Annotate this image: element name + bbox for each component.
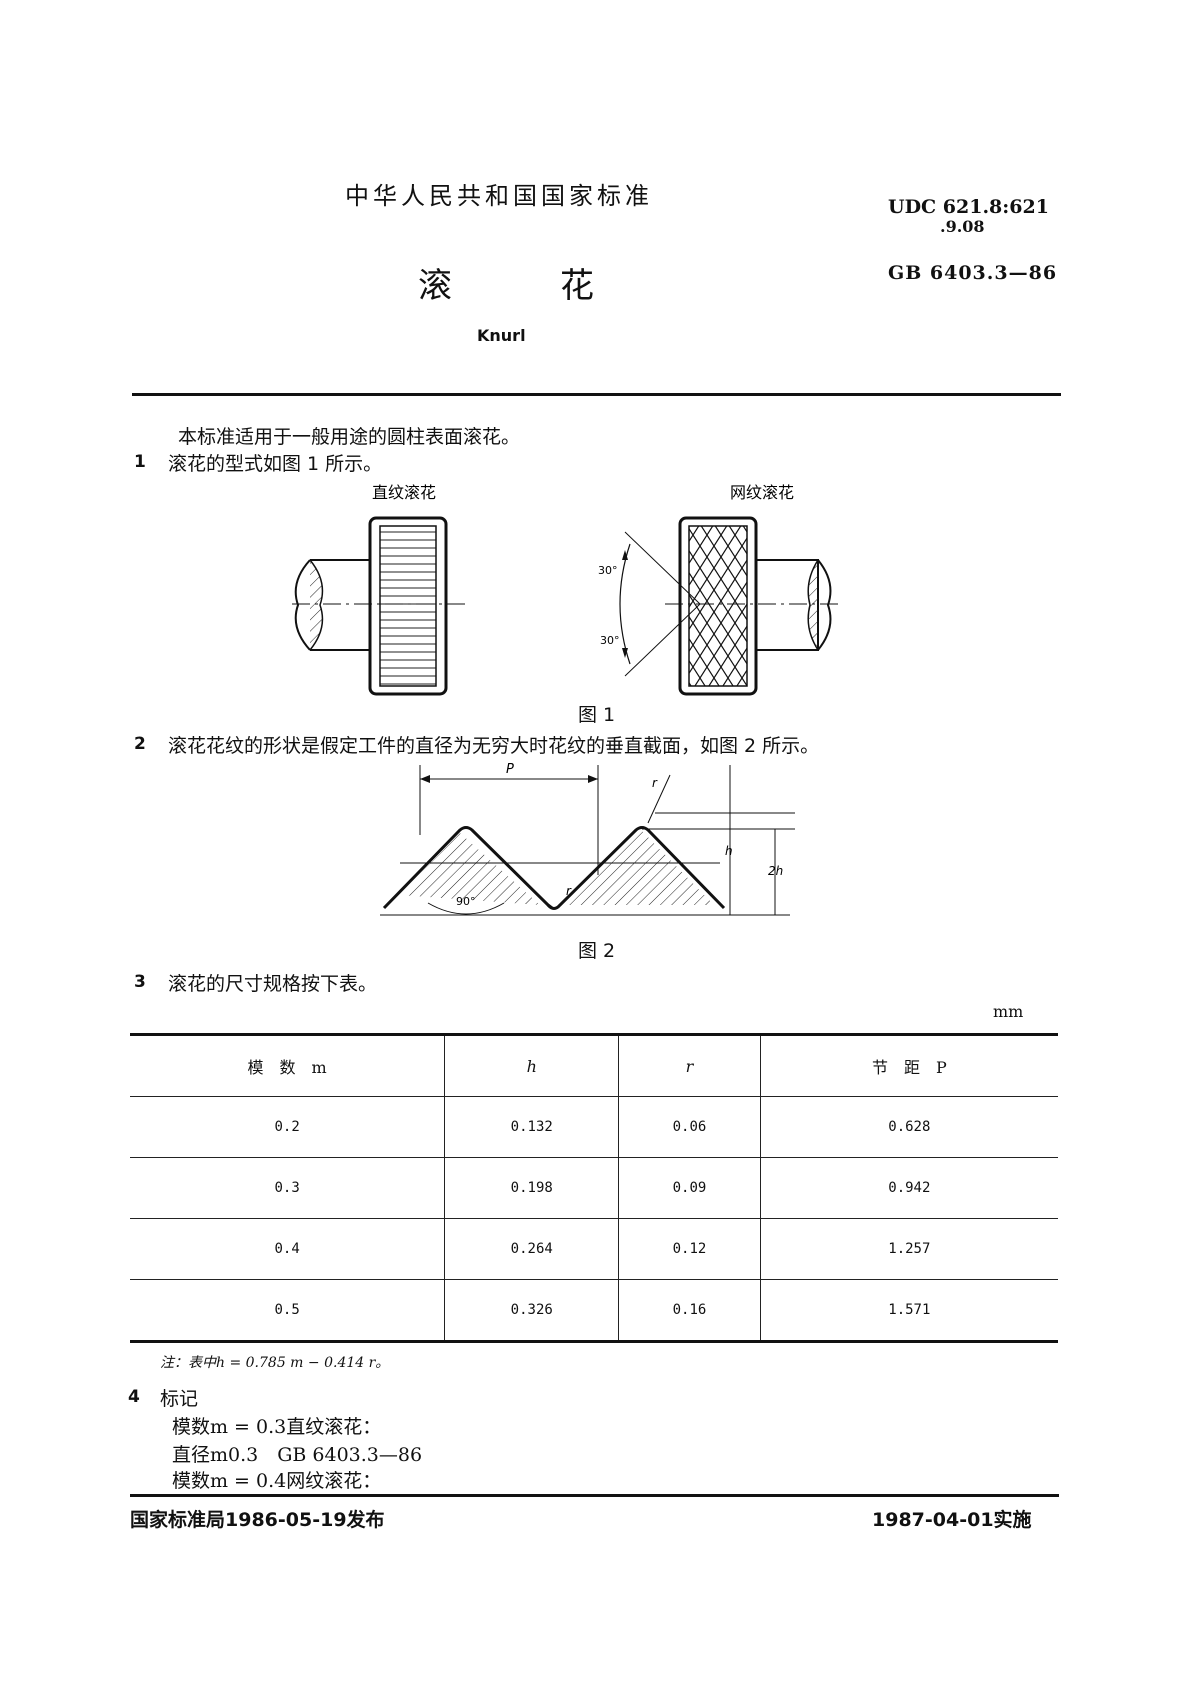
- angle-90-label: 90°: [456, 895, 476, 908]
- section-4-heading: 标记: [160, 1388, 199, 1410]
- table-cell: 1.257: [759, 1218, 1058, 1280]
- gb-standard-number: GB 6403.3—86: [888, 262, 1058, 284]
- section-2-text: 滚花花纹的形状是假定工件的直径为无穷大时花纹的垂直截面，如图 2 所示。: [168, 735, 820, 757]
- section-1-text: 滚花的型式如图 1 所示。: [168, 453, 383, 475]
- figure-2-tooth-profile: P h 2h r r 90°: [380, 762, 795, 916]
- table-header-row: 模 数 m h r 节 距 P: [130, 1034, 1058, 1097]
- header-r: r: [618, 1034, 761, 1097]
- header-pitch: 节 距 P: [759, 1034, 1058, 1097]
- table-cell: 0.5: [274, 1302, 300, 1318]
- figure-1-knurl-types: 直纹滚花 网纹滚花 30° 30°: [292, 483, 840, 696]
- straight-knurl-label: 直纹滚花: [372, 483, 436, 502]
- pitch-label: P: [506, 762, 514, 777]
- angle-bottom-label: 30°: [600, 634, 620, 647]
- section-3-number: 3: [134, 972, 146, 992]
- document-title-char-2: 花: [560, 266, 594, 306]
- table-cell: 0.942: [759, 1157, 1058, 1219]
- section-4-number: 4: [128, 1387, 140, 1407]
- figure-1-caption: 图 1: [578, 704, 616, 726]
- angle-top-label: 30°: [598, 564, 618, 577]
- table-row: 0.2 0.132 0.06 0.628: [130, 1096, 1058, 1158]
- table-cell: 0.12: [618, 1218, 761, 1280]
- marking-example-3: 模数m = 0.4网纹滚花：: [172, 1470, 382, 1492]
- footer-divider: [130, 1494, 1059, 1497]
- table-row: 0.5 0.326 0.16 1.571: [130, 1279, 1058, 1342]
- section-2-number: 2: [134, 734, 146, 754]
- table-row: 0.4 0.264 0.12 1.257: [130, 1218, 1058, 1280]
- marking-example-2: 直径m0.3 GB 6403.3—86: [172, 1444, 423, 1466]
- diamond-knurl-label: 网纹滚花: [730, 483, 794, 502]
- straight-knurl-drawing: [292, 516, 466, 696]
- knurl-dimension-table: 模 数 m h r 节 距 P 0.2 0.132 0.06 0.628 0.3…: [130, 1033, 1058, 1343]
- r-label-bottom: r: [566, 884, 572, 898]
- diamond-knurl-drawing: 30° 30°: [598, 516, 840, 696]
- table-cell: 0.2: [274, 1119, 300, 1135]
- issue-date: 国家标准局1986-05-19发布: [130, 1509, 385, 1531]
- figure-2-caption: 图 2: [578, 940, 616, 962]
- header-module: 模 数 m: [247, 1058, 327, 1077]
- udc-code: UDC 621.8:621: [888, 196, 1049, 218]
- 2h-label: 2h: [768, 864, 783, 878]
- table-cell: 0.628: [759, 1096, 1058, 1158]
- udc-code-continued: .9.08: [940, 217, 985, 236]
- table-cell: 0.132: [444, 1096, 619, 1158]
- scope-paragraph: 本标准适用于一般用途的圆柱表面滚花。: [178, 426, 521, 448]
- header-h: h: [444, 1034, 619, 1097]
- marking-example-1: 模数m = 0.3直纹滚花：: [172, 1416, 382, 1438]
- table-cell: 0.198: [444, 1157, 619, 1219]
- table-note: 注：表中h = 0.785 m − 0.414 r。: [160, 1355, 390, 1371]
- table-cell: 0.4: [274, 1241, 300, 1257]
- table-cell: 0.16: [618, 1279, 761, 1342]
- section-3-text: 滚花的尺寸规格按下表。: [168, 973, 378, 995]
- document-title-char-1: 滚: [418, 266, 452, 306]
- header-divider: [132, 393, 1061, 396]
- h-label: h: [725, 844, 733, 858]
- table-unit: mm: [993, 1002, 1024, 1021]
- table-cell: 1.571: [759, 1279, 1058, 1342]
- table-cell: 0.326: [444, 1279, 619, 1342]
- effective-date: 1987-04-01实施: [872, 1509, 1032, 1531]
- english-title: Knurl: [477, 326, 526, 345]
- national-standard-heading: 中华人民共和国国家标准: [345, 182, 653, 210]
- table-cell: 0.3: [274, 1180, 300, 1196]
- section-1-number: 1: [134, 452, 146, 472]
- table-cell: 0.264: [444, 1218, 619, 1280]
- r-label-top: r: [652, 776, 658, 790]
- table-cell: 0.09: [618, 1157, 761, 1219]
- table-cell: 0.06: [618, 1096, 761, 1158]
- table-row: 0.3 0.198 0.09 0.942: [130, 1157, 1058, 1219]
